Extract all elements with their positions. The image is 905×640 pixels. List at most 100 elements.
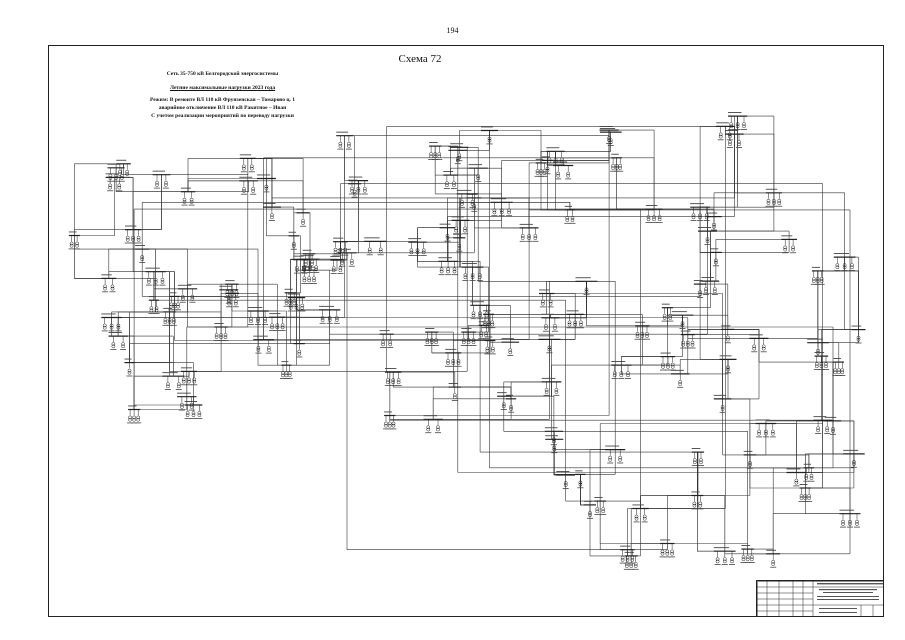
substation	[168, 292, 181, 311]
substation	[296, 208, 310, 227]
substation	[813, 416, 832, 434]
substation	[484, 336, 496, 355]
substation	[450, 143, 469, 162]
substation	[145, 267, 166, 286]
substation	[288, 231, 299, 250]
substation	[428, 142, 443, 160]
substation	[781, 235, 797, 254]
substation	[786, 468, 807, 487]
substation	[701, 277, 720, 295]
substation	[332, 237, 349, 256]
substation	[556, 471, 575, 489]
substation	[691, 448, 705, 466]
substation	[101, 274, 117, 293]
substation	[706, 212, 722, 231]
substation	[660, 352, 676, 371]
substation	[330, 256, 344, 274]
substation	[301, 266, 317, 284]
substation	[575, 470, 586, 489]
substation	[439, 223, 456, 242]
substation	[127, 405, 142, 424]
substation	[481, 126, 498, 145]
heading-mode-2: аварийное отключение ВЛ 110 кВ Ракитное …	[158, 105, 287, 111]
substation	[219, 285, 239, 304]
substation	[384, 368, 402, 386]
substation	[239, 176, 258, 195]
heading-mode-3: С учетом реализации мероприятий по перев…	[151, 113, 294, 119]
substation	[583, 500, 596, 519]
substation	[566, 310, 584, 329]
substation	[423, 415, 443, 434]
network-lines	[74, 115, 859, 557]
substation	[839, 509, 861, 528]
substation	[671, 369, 690, 388]
substation	[690, 203, 710, 221]
substation	[661, 303, 674, 322]
substation	[445, 348, 462, 367]
substation	[713, 394, 732, 413]
substation	[468, 164, 488, 182]
substation	[605, 445, 626, 464]
substation	[287, 293, 306, 312]
substation	[293, 255, 309, 274]
substation	[611, 361, 632, 379]
substation	[383, 411, 397, 430]
substation	[239, 154, 256, 173]
substation	[101, 313, 122, 332]
substation	[659, 539, 676, 558]
substation	[716, 122, 735, 141]
substation	[719, 355, 737, 374]
substation	[755, 419, 777, 438]
substation	[68, 231, 81, 250]
substation	[810, 266, 825, 285]
substation	[765, 188, 783, 207]
substation	[319, 305, 341, 324]
substation	[541, 313, 560, 332]
substation	[497, 392, 511, 410]
substation	[541, 377, 562, 396]
substation	[456, 189, 478, 208]
substation	[180, 187, 196, 206]
title-block-stamp	[756, 580, 884, 617]
substation	[594, 497, 607, 515]
substation	[148, 296, 160, 314]
substation	[645, 205, 663, 223]
substation	[698, 227, 717, 245]
substation	[470, 301, 490, 320]
substation	[766, 549, 781, 568]
substation	[263, 203, 281, 221]
substation	[336, 131, 354, 150]
sheet-frame	[48, 45, 884, 617]
substation	[180, 367, 198, 386]
substation	[213, 323, 229, 341]
substation	[184, 401, 203, 419]
heading-mode-1: Режим: В ремонте ВЛ 110 кВ Фрунзенская –…	[149, 97, 296, 103]
substation	[302, 249, 316, 268]
substation	[740, 545, 755, 563]
substation	[124, 225, 142, 244]
substation	[337, 248, 357, 267]
substation	[813, 352, 829, 370]
heading-loads: Летние максимальные нагрузки 2023 года	[169, 85, 276, 91]
substation	[438, 257, 458, 276]
substation	[832, 358, 846, 376]
substation	[124, 358, 135, 377]
substation	[610, 153, 624, 172]
substation	[490, 198, 513, 217]
substation	[269, 313, 286, 331]
substation	[247, 307, 269, 325]
substation	[443, 171, 458, 189]
substation	[545, 435, 564, 454]
substation	[461, 263, 484, 281]
substation	[749, 334, 769, 353]
substation	[293, 339, 305, 358]
substation	[453, 233, 466, 252]
substation	[116, 159, 131, 178]
substation	[798, 484, 813, 502]
substation	[152, 170, 171, 189]
substation	[575, 277, 598, 296]
substation	[691, 491, 704, 510]
page-number: 194	[446, 26, 459, 35]
substation	[544, 427, 563, 446]
